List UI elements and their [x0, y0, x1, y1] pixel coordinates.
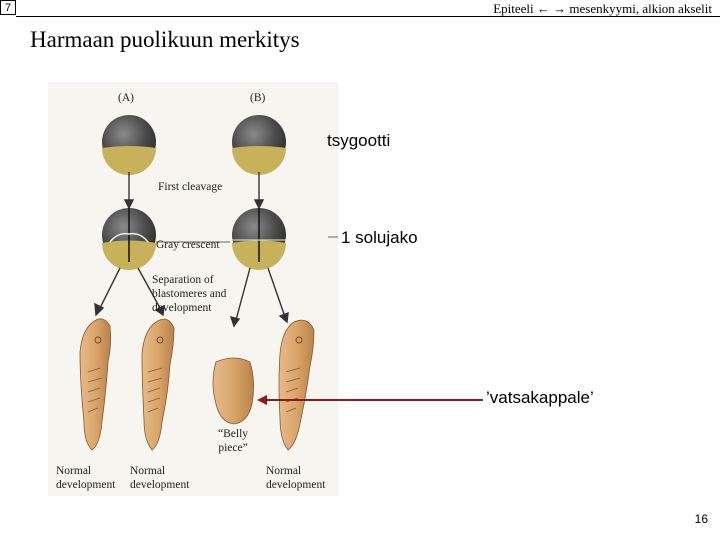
belly-piece-label: “Belly piece”: [218, 428, 249, 454]
slide-title: Harmaan puolikuun merkitys: [30, 27, 300, 52]
gray-crescent-label: Gray crescent: [156, 239, 220, 251]
cleavage-arrows: [123, 172, 265, 210]
callout-first-division: 1 solujako: [341, 228, 418, 247]
belly-piece-embryo: [212, 357, 254, 425]
first-division-dash: [328, 236, 338, 238]
two-cell-a: [102, 208, 156, 270]
belly-piece-arrow: [257, 395, 483, 405]
slide-index-box: 7: [0, 0, 16, 15]
two-cell-b: [232, 208, 286, 270]
label-a: (A): [118, 92, 134, 104]
embryo-normal-2: [141, 318, 175, 451]
normal-development-label-2: Normal development: [130, 465, 190, 491]
embryo-figure-drawing: [48, 82, 338, 496]
label-b: (B): [250, 92, 266, 104]
separation-label: Separation of blastomeres and developmen…: [152, 274, 227, 314]
zygote-a: [102, 115, 156, 175]
page-number: 16: [694, 512, 708, 526]
normal-development-label-1: Normal development: [56, 465, 116, 491]
normal-development-label-3: Normal development: [266, 465, 326, 491]
embryo-normal-3: [278, 319, 315, 451]
embryo-normal-1: [79, 318, 112, 451]
callout-zygote: tsygootti: [327, 131, 391, 150]
header-rule: [16, 16, 720, 17]
first-cleavage-label: First cleavage: [158, 181, 223, 193]
callout-belly-piece: ’vatsakappale’: [486, 388, 594, 407]
zygote-b: [232, 115, 286, 175]
embryo-figure: (A) (B) First cleavage Gray crescent Sep…: [48, 82, 338, 496]
separation-arrows: [94, 267, 289, 328]
header-text: Epiteeli ← → mesenkyymi, alkion akselit: [493, 1, 712, 16]
